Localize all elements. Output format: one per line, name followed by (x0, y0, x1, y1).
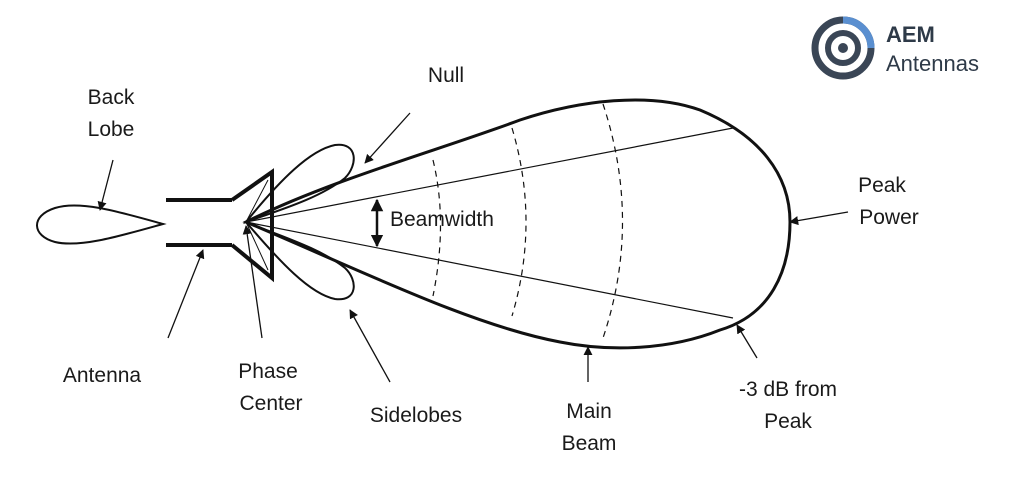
label-minus-3db-line1: -3 dB from (739, 378, 837, 401)
antenna-pointer (167, 249, 205, 339)
minus-3db-pointer (736, 324, 758, 359)
range-arc-2 (511, 127, 527, 317)
label-antenna: Antenna (63, 364, 142, 387)
label-phase-center-line1: Phase (238, 360, 298, 383)
label-main-beam-line1: Main (566, 400, 612, 423)
half-power-line-upper (245, 127, 734, 223)
back-lobe (36, 204, 167, 245)
back-lobe-pointer (97, 159, 114, 211)
label-main-beam-line2: Beam (562, 432, 617, 455)
sidelobes-pointer (349, 309, 391, 383)
label-peak-line2: Power (859, 206, 919, 229)
aem-logo: AEM Antennas (811, 16, 979, 80)
logo-accent-arc (842, 16, 875, 49)
half-power-line-lower (245, 221, 734, 319)
label-back-lobe-line2: Lobe (88, 118, 135, 141)
main-beam-lobe (242, 98, 792, 350)
phase-center-pointer (242, 225, 263, 339)
range-arc-1 (432, 159, 442, 297)
label-back-lobe-line1: Back (88, 86, 135, 109)
label-beamwidth: Beamwidth (390, 208, 494, 231)
peak-power-pointer (789, 211, 849, 226)
label-phase-center-line2: Center (239, 392, 302, 415)
upper-sidelobe (242, 143, 355, 225)
range-arc-3 (602, 103, 624, 339)
horn-antenna (166, 168, 274, 283)
logo-center-dot (838, 43, 848, 53)
null-pointer (364, 112, 411, 164)
label-sidelobes: Sidelobes (370, 404, 462, 427)
logo-name-top: AEM (886, 22, 935, 47)
logo-name-bottom: Antennas (886, 51, 979, 76)
lower-sidelobe (245, 221, 355, 301)
label-minus-3db-line2: Peak (764, 410, 812, 433)
label-peak-line1: Peak (858, 174, 906, 197)
logo-inner-ring (825, 30, 861, 66)
label-null: Null (428, 64, 464, 87)
